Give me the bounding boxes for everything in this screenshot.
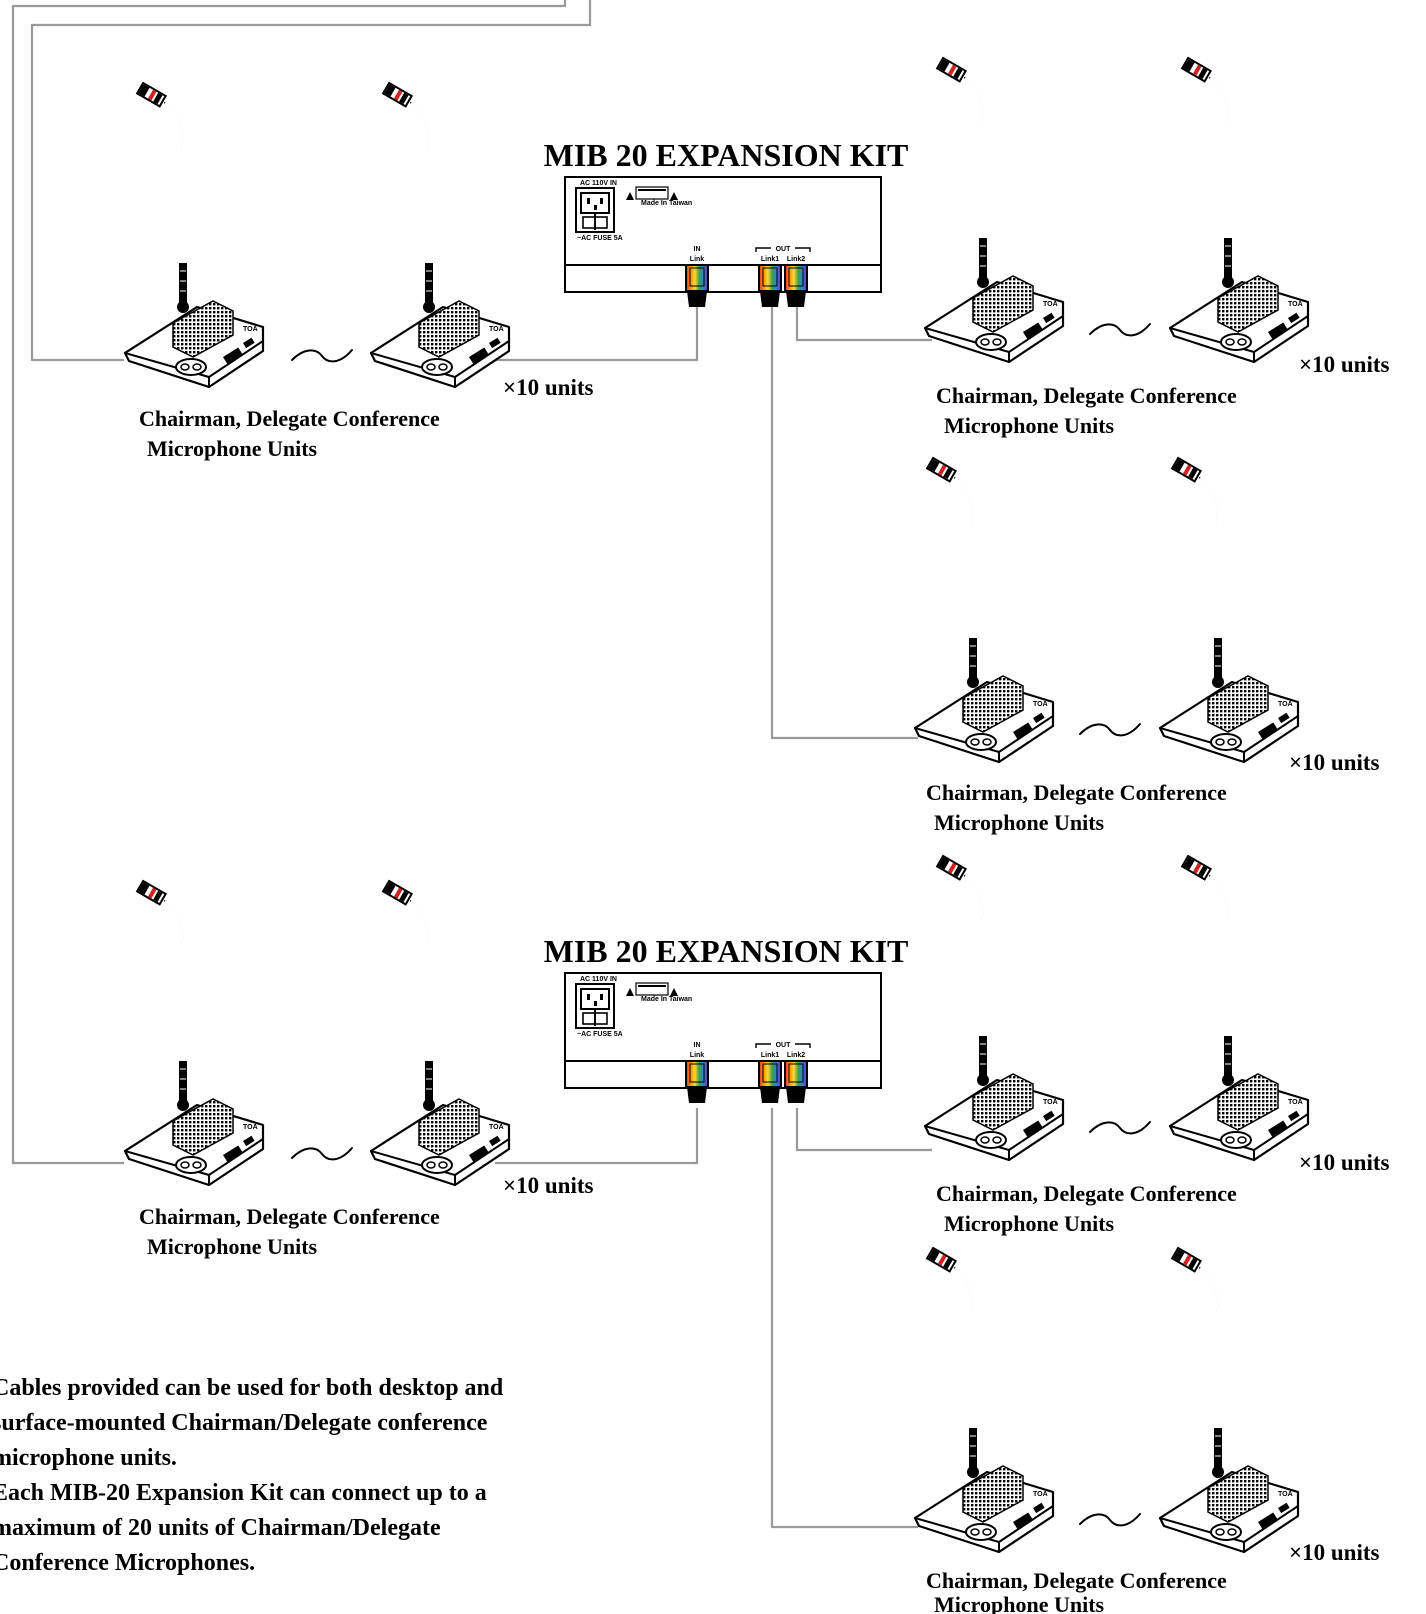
unit-count: ×10 units [503,1173,593,1198]
unit-count: ×10 units [1289,750,1379,775]
fuse-label: ~AC FUSE 5A [577,1031,623,1038]
group-label-line2: Microphone Units [944,1211,1115,1236]
unit-count: ×10 units [1299,1150,1389,1175]
power-inlet-icon [575,983,615,1029]
out-port1-label: Link1 [761,1052,779,1059]
group-label: Chairman, Delegate Conference [926,1568,1227,1593]
note-line: Each MIB-20 Expansion Kit can connect up… [0,1480,487,1506]
microphone-unit-icon [369,879,511,1187]
microphone-unit-icon [923,854,1065,1162]
out-label: OUT [776,1042,792,1049]
microphone-unit-icon [913,456,1055,764]
out-link2-port [784,264,808,308]
in-port-label: Link [690,1052,704,1059]
in-port-label: Link [690,256,704,263]
microphone-unit-icon [913,1246,1055,1554]
unit-count: ×10 units [1299,352,1389,377]
wave-separator [1089,323,1151,337]
out-port2-label: Link2 [787,1052,805,1059]
warning-icon [626,982,678,996]
note-line: microphone units. [0,1445,177,1471]
expansion-kit-2: MIB 20 EXPANSION KIT AC 110V IN ~AC FUSE… [123,854,1389,1614]
in-label: IN [694,246,701,253]
group-label-line2: Microphone Units [934,810,1105,835]
mic-group: ×10 units Chairman, Delegate Conference … [123,879,593,1259]
cable-network [11,0,932,1529]
wave-separator [1079,1513,1141,1527]
group-label: Chairman, Delegate Conference [936,383,1237,408]
group-label: Chairman, Delegate Conference [926,780,1227,805]
fuse-label: ~AC FUSE 5A [577,235,623,242]
power-label: AC 110V IN [580,180,617,187]
expansion-kit-1: MIB 20 EXPANSION KIT AC 110V IN ~AC FUSE… [123,56,1389,835]
in-link-port [685,1060,709,1104]
kit-panel: AC 110V IN ~AC FUSE 5A Made In Taiwan IN… [564,176,882,308]
out-port1-label: Link1 [761,256,779,263]
group-label: Chairman, Delegate Conference [139,1204,440,1229]
microphone-unit-icon [369,81,511,389]
kit-title: MIB 20 EXPANSION KIT [544,933,909,969]
power-inlet-icon [575,187,615,233]
mic-group: ×10 units Chairman, Delegate Conference … [923,854,1389,1236]
mic-group: ×10 units Chairman, Delegate Conference … [923,56,1389,438]
out-link1-port [758,264,782,308]
warning-icon [626,186,678,200]
mic-group: ×10 units Chairman, Delegate Conference … [913,1246,1379,1614]
microphone-unit-icon [1168,56,1310,364]
kit-title: MIB 20 EXPANSION KIT [544,137,909,173]
unit-count: ×10 units [1289,1540,1379,1565]
origin-label: Made In Taiwan [641,200,692,207]
note-line: Conference Microphones. [0,1550,255,1576]
out-link1-port [758,1060,782,1104]
group-label-line2: Microphone Units [147,436,318,461]
unit-count: ×10 units [503,375,593,400]
note-line: maximum of 20 units of Chairman/Delegate [0,1515,441,1541]
wave-separator [291,349,353,363]
wave-separator [1089,1121,1151,1135]
out-link2-port [784,1060,808,1104]
microphone-unit-icon [1158,1246,1300,1554]
group-label: Chairman, Delegate Conference [936,1181,1237,1206]
out-port2-label: Link2 [787,256,805,263]
group-label-line2: Microphone Units [147,1234,318,1259]
microphone-unit-icon [923,56,1065,364]
mic-group: ×10 units Chairman, Delegate Conference … [913,456,1379,835]
microphone-unit-icon [1168,854,1310,1162]
in-label: IN [694,1042,701,1049]
group-label-line2: Microphone Units [934,1592,1105,1614]
wave-separator [1079,723,1141,737]
note-line: Cables provided can be used for both des… [0,1375,504,1401]
microphone-unit-icon [1158,456,1300,764]
notes-block: Cables provided can be used for both des… [0,1375,504,1576]
in-link-port [685,264,709,308]
microphone-unit-icon [123,81,265,389]
out-label: OUT [776,246,792,253]
power-label: AC 110V IN [580,976,617,983]
wave-separator [291,1147,353,1161]
origin-label: Made In Taiwan [641,996,692,1003]
mic-group: ×10 units Chairman, Delegate Conference … [123,81,593,461]
microphone-unit-icon [123,879,265,1187]
group-label-line2: Microphone Units [944,413,1115,438]
note-line: surface-mounted Chairman/Delegate confer… [0,1410,488,1436]
kit-panel: AC 110V IN ~AC FUSE 5A Made In Taiwan IN… [564,972,882,1104]
group-label: Chairman, Delegate Conference [139,406,440,431]
